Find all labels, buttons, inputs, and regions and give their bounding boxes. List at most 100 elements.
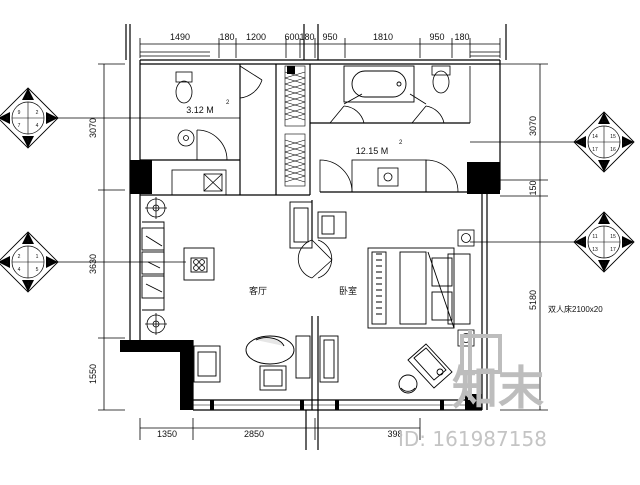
- column-left: [130, 160, 152, 194]
- toilet-right: [431, 65, 451, 94]
- tv-cabinet: [289, 201, 313, 249]
- sofa: [141, 221, 165, 311]
- left-dimension-chain: [98, 63, 125, 411]
- callout-4-left: 12: [580, 240, 586, 246]
- bottom-dimension-chain: [139, 418, 421, 440]
- top-dim-3: 1200: [246, 32, 266, 42]
- callout-1-lr: 4: [36, 123, 39, 129]
- storage-box: [171, 169, 227, 196]
- area-label-master-bath: 12.15 M: [356, 146, 389, 156]
- side-cabinet: [295, 335, 339, 383]
- left-dim-2: 3630: [88, 254, 98, 274]
- callout-2-top: 1: [27, 238, 30, 244]
- watermark-logo-icon: [460, 330, 502, 400]
- callout-3-right: 16: [622, 140, 628, 146]
- right-dimension-chain: [500, 63, 548, 411]
- callout-symbol-3: 13 14 15 17 16 18 16 19: [573, 111, 635, 173]
- top-dim-6: 950: [322, 32, 337, 42]
- callout-3-ll: 17: [592, 147, 598, 153]
- right-dim-1: 3070: [528, 116, 538, 136]
- left-dim-3: 1550: [88, 364, 98, 384]
- callout-3-bottom: 19: [601, 162, 607, 168]
- callout-4-ur: 15: [610, 234, 616, 240]
- bottom-dim-2: 2850: [244, 429, 264, 439]
- area-label-master-bath-sup: 2: [399, 140, 403, 146]
- callout-symbol-4: 10 11 15 13 17 12 10 11: [573, 211, 635, 273]
- callout-4-bottom: 11: [601, 262, 606, 268]
- area-label-small-bath-sup: 2: [226, 100, 230, 106]
- callout-2-ll: 4: [18, 267, 21, 273]
- callout-3-left: 18: [580, 140, 586, 146]
- callout-1-ur: 2: [36, 110, 39, 116]
- toilet-left: [175, 71, 193, 104]
- door-bathroom: [319, 159, 459, 193]
- floor-lamp-upper: [145, 197, 167, 219]
- top-dim-9: 180: [454, 32, 469, 42]
- floor-lamp-lower: [145, 313, 167, 335]
- area-label-small-bath: 3.12 M: [186, 105, 214, 115]
- bed: [367, 247, 471, 329]
- bathtub: [343, 65, 415, 103]
- callout-2-left: 3: [6, 260, 9, 266]
- callout-4-top: 10: [601, 218, 607, 224]
- callout-2-lr: 5: [36, 267, 39, 273]
- callout-1-ul: 9: [18, 110, 21, 116]
- callout-1-bottom: 5: [27, 138, 30, 144]
- watermark: 知末 ID: 161987158: [398, 330, 547, 451]
- callout-2-bottom: 4: [27, 282, 30, 288]
- room-label-bedroom: 卧室: [339, 285, 357, 296]
- nightstand-lamp-top: [457, 229, 475, 247]
- round-stool: [398, 374, 418, 394]
- callout-1-top: 6: [27, 94, 30, 100]
- callout-1-right: 3: [48, 116, 51, 122]
- top-dim-2: 180: [219, 32, 234, 42]
- closet-post: [287, 66, 295, 74]
- desk-chair: [317, 211, 347, 239]
- right-dim-2: 150: [528, 180, 538, 195]
- callout-1-left: 8: [6, 116, 9, 122]
- callout-4-ul: 11: [592, 234, 597, 240]
- coffee-table: [183, 247, 215, 281]
- bottom-dim-1: 1350: [157, 429, 177, 439]
- callout-4-right: 10: [622, 240, 628, 246]
- top-dim-1: 1490: [170, 32, 190, 42]
- callout-2-ul: 2: [18, 254, 21, 260]
- bath-doors: [329, 66, 471, 124]
- callout-3-top: 13: [601, 118, 607, 124]
- callout-2-ur: 1: [36, 254, 39, 260]
- callout-3-ur: 15: [610, 134, 616, 140]
- callout-4-lr: 17: [610, 247, 616, 253]
- column-bottom-left: [120, 340, 193, 410]
- callout-3-ul: 14: [592, 134, 598, 140]
- top-dim-4: 600: [284, 32, 299, 42]
- armchair-left: [193, 345, 221, 383]
- callout-2-right: 6: [48, 260, 51, 266]
- callout-symbol-2: 1 2 1 4 5 3 6 4: [0, 231, 59, 293]
- door-bedroom: [297, 239, 333, 279]
- top-dimension-chain: [139, 38, 501, 58]
- bed-size-note: 双人床2100x20: [548, 304, 603, 314]
- callout-4-ll: 13: [592, 247, 598, 253]
- left-dim-1: 3070: [88, 118, 98, 138]
- closet-hatch-lower: [284, 133, 306, 187]
- closet-hatch-upper: [284, 65, 306, 127]
- top-windows: [140, 51, 500, 57]
- armchair-center: [259, 365, 287, 391]
- door-small-bath: [196, 65, 263, 161]
- callout-1-ll: 7: [18, 123, 21, 129]
- callout-3-lr: 16: [610, 147, 616, 153]
- top-dim-8: 950: [429, 32, 444, 42]
- watermark-brand: 知末: [452, 361, 544, 415]
- round-table: [245, 335, 295, 365]
- top-dim-7: 1810: [373, 32, 393, 42]
- watermark-id: ID: 161987158: [398, 427, 547, 451]
- basin-left: [177, 129, 195, 147]
- callout-leaders: [58, 117, 582, 263]
- bottom-dim-3: 398: [387, 429, 402, 439]
- callout-symbol-1: 6 9 2 7 4 8 3 5: [0, 87, 59, 149]
- vanity: [351, 159, 427, 193]
- column-right: [467, 162, 500, 194]
- right-dim-3: 5180: [528, 290, 538, 310]
